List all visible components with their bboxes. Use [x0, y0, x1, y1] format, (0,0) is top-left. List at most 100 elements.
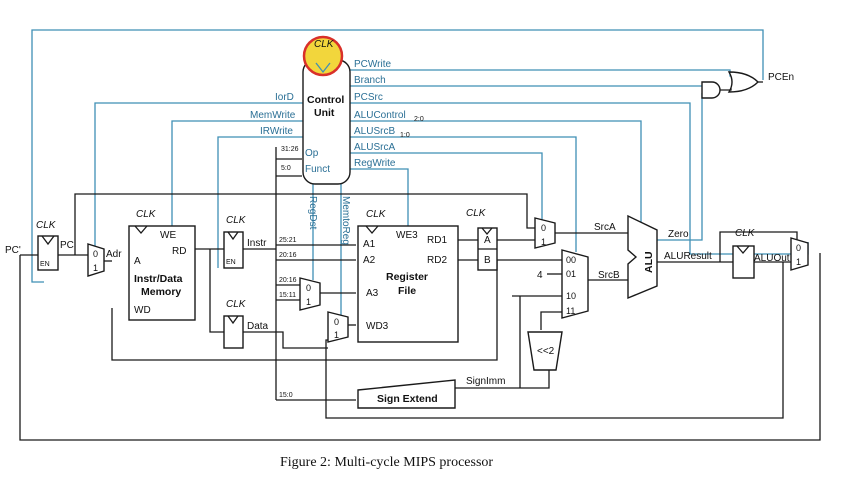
aluout-clock-icon [736, 245, 750, 254]
instr-label: Instr [247, 238, 267, 249]
rf-a1-label: A1 [363, 239, 376, 250]
memory-we-label: WE [160, 230, 176, 241]
control-op-label: Op [305, 148, 319, 159]
alu: ALU Zero ALUResult [627, 214, 712, 300]
aluout-clk-label: CLK [735, 228, 756, 239]
pc-clk-label: CLK [36, 220, 57, 231]
register-file: CLK WE3 A1 A2 A3 WD3 RD1 RD2 Register Fi… [357, 209, 459, 343]
control-title-1: Control [307, 94, 344, 106]
data-label: Data [247, 321, 269, 332]
pcsrc-mux: 0 1 [790, 237, 809, 271]
regdst-mux-shape [299, 277, 321, 311]
pc-register: CLK EN PC' PC [5, 220, 74, 271]
rf-title-1: Register [386, 271, 428, 283]
memtoreg-mux-shape [327, 311, 349, 343]
rf-we3-label: WE3 [396, 230, 418, 241]
control-signal-wires [31, 29, 809, 316]
alusrca-label: ALUSrcA [354, 142, 395, 153]
regdst-mux: 0 1 [299, 277, 321, 311]
iord-mux: 0 1 Adr [87, 243, 122, 277]
rf-clock-icon [365, 225, 379, 234]
srca-mux-1: 1 [541, 237, 546, 247]
srca-mux-0: 0 [541, 223, 546, 233]
sign-extend-shape [357, 379, 456, 409]
memwrite-label: MemWrite [250, 110, 296, 121]
regdst-mux-0: 0 [306, 283, 311, 293]
pcsrc-label: PCSrc [354, 92, 383, 103]
data-clock-icon [227, 315, 239, 325]
control-clock-highlight [302, 35, 344, 77]
rf-wd3-label: WD3 [366, 321, 389, 332]
rf-a2-label: A2 [363, 255, 376, 266]
rf-rd2-label: RD2 [427, 255, 447, 266]
ab-registers: CLK A B [466, 208, 498, 271]
pc-clock-icon [41, 235, 55, 246]
srca-mux: 0 1 SrcA [534, 217, 616, 249]
regdst-label: RegDst [307, 196, 318, 230]
a1-bits-label: 25:21 [279, 237, 297, 244]
aluout-label: ALUOut [754, 253, 790, 264]
instr-data-memory: CLK WE RD A Instr/Data Memory WD [128, 209, 196, 321]
control-title-2: Unit [314, 107, 335, 119]
instr-clock-icon [227, 231, 239, 241]
datapath-wires [19, 147, 821, 441]
regdst-in0-bits-label: 20:16 [279, 277, 297, 284]
pcwrite-label: PCWrite [354, 59, 391, 70]
figure-caption: Figure 2: Multi-cycle MIPS processor [280, 455, 493, 470]
regdst-mux-1: 1 [306, 297, 311, 307]
control-unit: CLK Control Unit Op Funct 31:26 5:0 [281, 35, 351, 185]
rf-a3-label: A3 [366, 288, 379, 299]
ab-clock-icon [481, 227, 493, 236]
signimm-label: SignImm [466, 376, 505, 387]
srca-label: SrcA [594, 222, 616, 233]
pcen-label: PCEn [768, 72, 794, 83]
srcb-label: SrcB [598, 270, 620, 281]
srcb-mux-11: 11 [566, 306, 575, 316]
memory-rd-label: RD [172, 246, 186, 257]
a2-bits-label: 20:16 [279, 252, 297, 259]
aluresult-label: ALUResult [664, 251, 712, 262]
pcsrc-mux-0: 0 [796, 243, 801, 253]
srcb-mux-10: 10 [566, 291, 576, 301]
instr-register-box [223, 231, 244, 269]
memtoreg-mux: 0 1 [327, 311, 349, 343]
iord-mux-0: 0 [93, 249, 98, 259]
pc-en-label: EN [40, 261, 50, 268]
four-label: 4 [537, 270, 543, 281]
regdst-in1-bits-label: 15:11 [279, 292, 296, 299]
pcsrc-mux-shape [790, 237, 809, 271]
and-gate [701, 81, 721, 99]
shift-left-2: <<2 [527, 331, 563, 371]
rf-rd1-label: RD1 [427, 235, 447, 246]
control-funct-label: Funct [305, 164, 330, 175]
register-file-box [357, 225, 459, 343]
data-clk-label: CLK [226, 299, 247, 310]
memtoreg-mux-0: 0 [334, 317, 339, 327]
pc-prime-label: PC' [5, 245, 21, 256]
srcb-mux-01: 01 [566, 269, 576, 279]
iord-mux-1: 1 [93, 263, 98, 273]
alu-label: ALU [643, 251, 655, 273]
aluout-register-box [732, 245, 755, 279]
shift-shape [527, 331, 563, 371]
memtoreg-mux-1: 1 [334, 330, 339, 340]
srca-mux-shape [534, 217, 556, 249]
shift-label: <<2 [537, 346, 555, 357]
branch-label: Branch [354, 75, 386, 86]
adr-label: Adr [106, 249, 122, 260]
regwrite-label: RegWrite [354, 158, 396, 169]
sign-extend-label: Sign Extend [377, 393, 438, 405]
ab-clk-label: CLK [466, 208, 487, 219]
instr-bit-labels: 25:21 20:16 20:16 15:11 15:0 [279, 237, 297, 399]
srcb-mux-shape [561, 249, 589, 319]
iord-label: IorD [275, 92, 294, 103]
memory-a-label: A [134, 256, 141, 267]
memtoreg-label: MemtoReg [340, 196, 351, 245]
memory-title-1: Instr/Data [134, 273, 183, 285]
imm-bits-label: 15:0 [279, 392, 293, 399]
pc-label: PC [60, 240, 74, 251]
instr-en-label: EN [226, 259, 236, 266]
sign-extend: Sign Extend SignImm [357, 376, 505, 409]
funct-bits-label: 5:0 [281, 165, 291, 172]
aluout-register: CLK ALUOut [732, 228, 790, 279]
